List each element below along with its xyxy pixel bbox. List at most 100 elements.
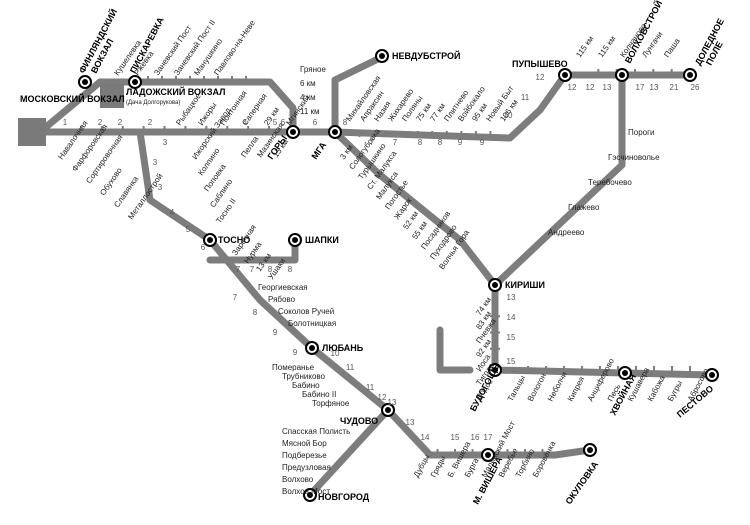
zone-number-42: 12 [378, 393, 387, 402]
zone-number-8: 6 [313, 118, 318, 127]
station-label-budogoshch_east-1: Вологон [526, 372, 548, 403]
zone-number-19: 12 [568, 83, 577, 92]
zone-number-28: 4 [170, 208, 175, 217]
zone-number-14: 9 [458, 138, 463, 147]
zone-number-25: 26 [691, 83, 700, 92]
hub-marker-nevdubstroy [375, 49, 389, 63]
station-label-chudovo_novgorod-0: Спасская Полисть [282, 427, 350, 436]
zone-number-47: 16 [471, 433, 480, 442]
station-label-lyuban_chudovo-2: Бабино [292, 381, 320, 390]
track-mga-pupyshevo [331, 71, 569, 142]
zone-number-52: 15 [507, 357, 516, 366]
label-tosno: ТОСНО [218, 235, 250, 245]
station-label-tosno_lyuban-0: Георгиевская [258, 283, 308, 292]
station-label-volkhov_kirishi-1: Гэсчиноволье [608, 153, 660, 162]
ladozhsky-terminal [100, 84, 124, 108]
zone-number-40: 11 [346, 363, 355, 372]
hub-markers [78, 49, 719, 502]
zone-number-24: 21 [670, 83, 679, 92]
station-label-chudovo_vishera-7: Боровёнка [531, 439, 558, 479]
zone-number-9: 8 [343, 118, 348, 127]
station-label-lyuban_chudovo-3: Бабино II [302, 390, 336, 399]
station-label-chudovo_novgorod-3: Предузловая [282, 463, 331, 472]
label-shapki: ШАПКИ [305, 235, 339, 245]
zone-number-34: 8 [288, 265, 293, 274]
station-label-volkhov_kirishi-3: Глажево [568, 203, 600, 212]
zone-number-35: 7 [233, 293, 238, 302]
hub-marker-shapki [288, 233, 302, 247]
station-label-chudovo_novgorod-2: Подберезье [282, 451, 327, 460]
station-label-volkhov_kirishi-0: Пороги [628, 128, 654, 137]
zone-number-39: 10 [331, 349, 340, 358]
track-lines [36, 54, 716, 499]
hub-marker-budogoshch [488, 363, 502, 377]
station-label-nevdub_line-2: 4 км [300, 93, 316, 102]
label-pupyshevo: ПУПЫШЕВО [512, 59, 568, 69]
track-chudovo-novgorod [306, 406, 392, 499]
zone-number-51: 15 [507, 333, 516, 342]
zone-number-12: 8 [418, 138, 423, 147]
station-label-chudovo_novgorod-5: Волхов Мост [282, 487, 330, 496]
hub-marker-pestovo [705, 368, 719, 382]
track-mga-nevdub [331, 54, 384, 136]
hub-marker-mga [328, 125, 342, 139]
hub-marker-novgorod [303, 488, 317, 502]
zone-number-22: 17 [636, 83, 645, 92]
zone-number-20: 12 [586, 83, 595, 92]
station-label-volkhov_east-0: 115 км [574, 34, 595, 59]
station-label-chudovo_novgorod-4: Волхово [282, 475, 314, 484]
zone-number-2: 2 [118, 118, 123, 127]
station-label-lyuban_chudovo-1: Трубниково [282, 372, 326, 381]
station-label-budogoshch_east-8: Бугры [666, 379, 684, 403]
station-label-lyuban_chudovo-4: Торфяное [312, 399, 350, 408]
hub-marker-m-vishera [481, 448, 495, 462]
zone-number-31: 7 [236, 265, 241, 274]
zone-number-36: 8 [253, 308, 258, 317]
station-label-volkhov_kirishi-2: Теребочево [588, 178, 632, 187]
zone-number-30: 6 [201, 243, 206, 252]
hub-marker-lyuban [305, 341, 319, 355]
track-budogoshch-pestovo [491, 366, 716, 379]
zone-number-7: 6 [281, 118, 286, 127]
label-kirishi: КИРИШИ [505, 280, 545, 290]
label-lyuban: ЛЮБАНЬ [322, 343, 364, 353]
station-label-budogoshch_east-3: Кипрея [566, 375, 586, 403]
zone-number-43: 13 [388, 398, 397, 407]
zone-number-10: 7 [370, 138, 375, 147]
zone-number-1: 2 [98, 118, 103, 127]
hub-marker-pupyshevo [558, 68, 572, 82]
station-label-tosno_lyuban-3: Болотницкая [288, 319, 336, 328]
zone-number-0: 1 [63, 118, 68, 127]
zone-number-32: 7 [250, 265, 255, 274]
hub-marker-gory [286, 125, 300, 139]
zone-number-46: 15 [451, 433, 460, 442]
hub-marker-kirishi [488, 278, 502, 292]
zone-number-4: 3 [163, 138, 168, 147]
zone-number-48: 17 [484, 433, 493, 442]
track-mga-kirishi [331, 128, 499, 289]
zone-number-50: 14 [507, 313, 516, 322]
station-label-chudovo_novgorod-1: Мясной Бор [282, 439, 327, 448]
station-label-budogoshch_east-7: Кабожа [646, 374, 667, 403]
hub-marker-volkhovstroy [615, 68, 629, 82]
track-kirishi-branch [436, 326, 474, 374]
zone-number-13: 8 [438, 138, 443, 147]
zone-number-49: 13 [507, 293, 516, 302]
station-label-budogoshch_east-0: Тальцы [506, 374, 527, 403]
station-ticks [79, 69, 691, 455]
station-label-chudovo_vishera-3: Бурга [463, 456, 481, 479]
track-main-south [136, 128, 392, 414]
label-ladozhsky-note: (Дача Долгорукова) [126, 100, 180, 106]
zone-number-27: 3 [158, 183, 163, 192]
zone-number-21: 13 [603, 83, 612, 92]
label-mga: МГА [309, 140, 328, 161]
zone-number-6: 5 [273, 118, 278, 127]
zone-number-41: 11 [366, 383, 375, 392]
station-label-tosno_lyuban-1: Рябово [268, 295, 296, 304]
zone-number-16: 10 [504, 111, 513, 120]
track-piskarevka-mga [96, 78, 297, 136]
label-moskovsky: МОСКОВСКИЙ ВОКЗАЛ [20, 93, 125, 104]
hub-marker-piskarevka [128, 75, 142, 89]
hub-marker-finlyandsky [78, 75, 92, 89]
